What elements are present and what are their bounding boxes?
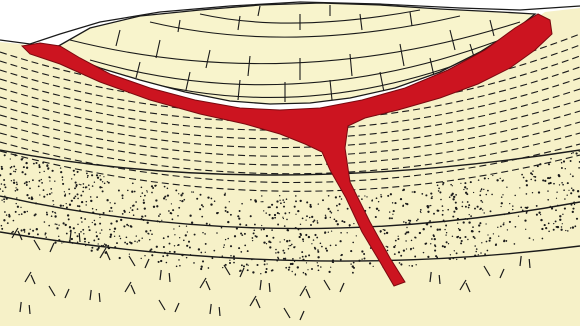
geologic-cross-section	[0, 0, 580, 326]
